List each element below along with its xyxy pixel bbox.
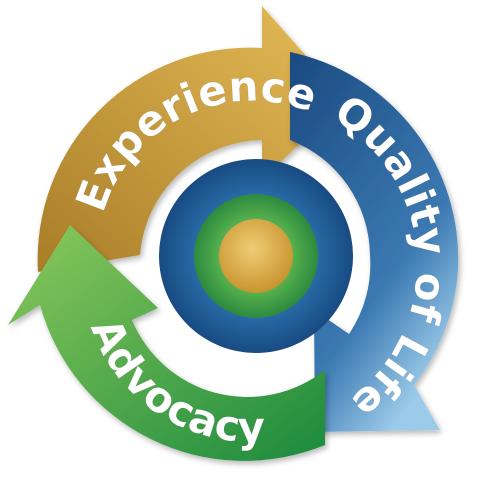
experience-arrow bbox=[37, 6, 346, 272]
center-core bbox=[219, 219, 293, 293]
quality-of-life-arrow bbox=[290, 52, 459, 432]
advocacy-arrow bbox=[8, 225, 325, 461]
center-target bbox=[159, 159, 353, 353]
